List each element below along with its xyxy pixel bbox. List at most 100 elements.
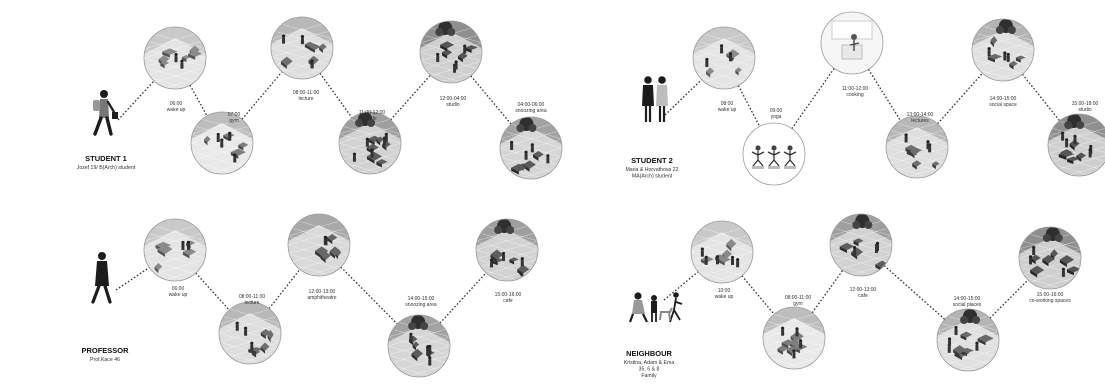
- vignette-frame: [143, 26, 207, 90]
- dotted-connector: [268, 268, 301, 310]
- dotted-connector: [439, 272, 487, 324]
- activity-time: 14:00-15:00: [408, 296, 435, 302]
- vignette-frame: [270, 16, 334, 80]
- two-women-standing-icon: [642, 76, 668, 122]
- vignette-frame: [143, 218, 207, 282]
- persona-name: STUDENT 1: [85, 154, 127, 163]
- activity-name: snoozing area: [405, 302, 437, 308]
- activity-time: 08:00-11:00: [785, 295, 812, 301]
- activity-time: 12:00-13:00: [309, 289, 336, 295]
- vignette-frame: [829, 213, 893, 277]
- activity-time: 14:00-15:00: [990, 96, 1017, 102]
- vignette-frame: [419, 20, 483, 84]
- activity-time: 10:00: [718, 288, 731, 294]
- dotted-connector: [195, 272, 230, 311]
- activity-time: 14:00-15:00: [954, 296, 981, 302]
- activity-vignettes: [143, 11, 1105, 378]
- persona-name: STUDENT 2: [631, 156, 673, 165]
- persona-name: NEIGHBOUR: [626, 349, 672, 358]
- activity-time: 12:00-13:00: [850, 287, 877, 293]
- activity-time: 12:00-04:00: [440, 96, 467, 102]
- dotted-connector: [664, 79, 703, 116]
- activity-time: 13:00-14:00: [907, 112, 934, 118]
- persona-description: Family: [641, 373, 657, 379]
- activity-name: lectures: [911, 118, 929, 124]
- dotted-connector: [811, 269, 844, 314]
- dotted-connector: [663, 271, 699, 301]
- dotted-connector: [390, 74, 431, 121]
- persona-description: MA(Arch) student: [632, 174, 673, 180]
- scene-lecture-hall: [271, 17, 333, 79]
- scene-amphitheatre: [288, 214, 350, 276]
- scene-yoga: [743, 123, 805, 185]
- activity-name: social space: [989, 102, 1017, 108]
- scene-cafe: [476, 219, 538, 281]
- scene-social: [937, 309, 999, 371]
- vignette-frame: [1018, 226, 1082, 290]
- activity-time: 08:00-11:00: [239, 294, 266, 300]
- activity-name: social places: [953, 302, 982, 308]
- vignette-frame: [762, 306, 826, 370]
- vignette-frame: [475, 218, 539, 282]
- dotted-connector: [241, 71, 283, 120]
- activity-name: snoozing area: [515, 108, 547, 114]
- dotted-connector: [883, 265, 946, 320]
- dotted-connector: [791, 67, 835, 130]
- activity-name: wake up: [167, 107, 186, 113]
- scene-lounge: [388, 315, 450, 377]
- scene-lecture-hall: [219, 302, 281, 364]
- activity-name: gym: [793, 301, 802, 307]
- activity-name: yoga: [771, 114, 782, 120]
- scene-studio: [1019, 227, 1081, 289]
- vignette-frame: [338, 111, 402, 175]
- timeline-connectors: [115, 67, 1061, 325]
- vignette-frame: [692, 26, 756, 90]
- dotted-connector: [741, 275, 775, 315]
- activity-name: wake up: [718, 107, 737, 113]
- activity-name: cooking: [846, 92, 863, 98]
- dotted-connector: [737, 85, 761, 127]
- dotted-connector: [319, 72, 353, 119]
- activity-time: 11:00-12:00: [359, 110, 386, 116]
- activity-time: 11:00-12:00: [842, 86, 869, 92]
- activity-name: gym: [229, 118, 238, 124]
- scene-social: [972, 19, 1034, 81]
- activity-name: cafe: [367, 116, 377, 122]
- scene-gym: [191, 112, 253, 174]
- scene-gym: [763, 307, 825, 369]
- dotted-connector: [989, 279, 1029, 319]
- activity-time: 06:00: [170, 101, 183, 107]
- activity-name: lecture: [298, 96, 313, 102]
- vignette-frame: [742, 122, 806, 186]
- dotted-connector: [117, 80, 155, 121]
- activity-time: 07:00: [228, 112, 241, 118]
- dotted-connector: [470, 75, 512, 125]
- persona-description: Jozef 19/ B(Arch) student: [77, 165, 136, 171]
- activity-name: amphitheatre: [307, 295, 336, 301]
- activity-time: 04:00-06:00: [518, 102, 545, 108]
- walking-man-in-coat-icon: [91, 252, 112, 304]
- vignette-frame: [499, 116, 563, 180]
- dotted-connector: [189, 84, 208, 117]
- activity-name: co-working spaces: [1029, 298, 1071, 304]
- vignette-frame: [936, 308, 1000, 372]
- activity-name: lecture: [244, 300, 259, 306]
- persona-description: Maria & Horvathova 22: [625, 167, 678, 173]
- activity-name: cafe: [503, 298, 513, 304]
- scene-lounge: [500, 117, 562, 179]
- dotted-connector: [340, 266, 398, 325]
- dotted-connector: [867, 68, 902, 122]
- scene-cafe: [339, 112, 401, 174]
- scene-cafe: [830, 214, 892, 276]
- dotted-connector: [1021, 73, 1061, 122]
- scene-bedroom: [693, 27, 755, 89]
- persona-description: 35, 6 & 8: [639, 367, 660, 373]
- vignette-frame: [190, 111, 254, 175]
- activity-time: 15:00-16:00: [1037, 292, 1064, 298]
- activity-name: studio: [1078, 107, 1092, 113]
- scene-studio: [1048, 114, 1105, 176]
- activity-name: wake up: [169, 292, 188, 298]
- dotted-connector: [937, 72, 983, 125]
- vignette-frame: [287, 213, 351, 277]
